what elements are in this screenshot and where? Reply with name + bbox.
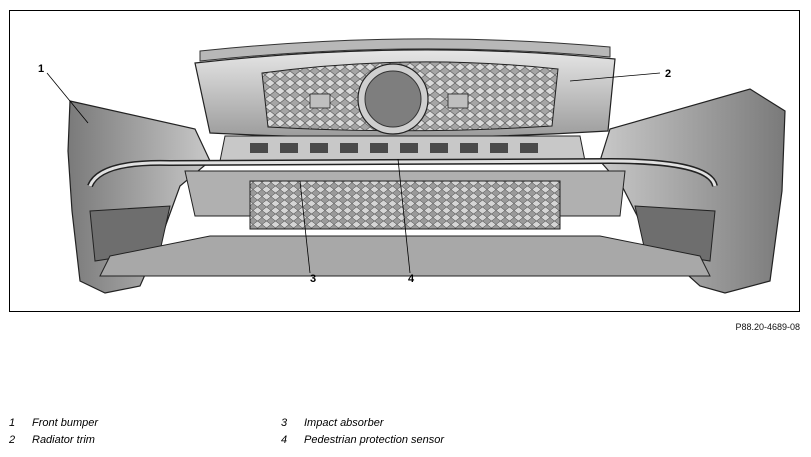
sensor-bracket-left: [309, 93, 331, 109]
legend-number: 4: [281, 434, 288, 446]
sensor-bracket-right: [447, 93, 469, 109]
callout-3: 3: [310, 273, 317, 285]
figure-frame: 1 2 3 4: [9, 10, 800, 312]
legend-label: Radiator trim: [32, 434, 95, 446]
callout-2: 2: [665, 68, 672, 80]
callout-1: 1: [38, 63, 45, 75]
cross-member-slots: [250, 143, 538, 153]
legend-label: Impact absorber: [304, 417, 384, 429]
callout-4: 4: [408, 273, 415, 285]
legend-label: Front bumper: [32, 417, 99, 429]
legend-number: 2: [9, 434, 16, 446]
figure-code: P88.20-4689-08: [735, 322, 800, 332]
lower-grille-mesh: [249, 180, 561, 230]
legend-label: Pedestrian protection sensor: [304, 434, 445, 446]
legend-number: 1: [9, 417, 16, 429]
legend-number: 3: [281, 417, 288, 429]
hood-edge: [199, 38, 611, 62]
leader-lines: [46, 72, 661, 274]
bumper-lower-lip: [99, 235, 711, 277]
bumper-illustration: [46, 38, 786, 294]
bumper-right-wing: [599, 88, 786, 294]
emblem-center: [364, 70, 422, 128]
